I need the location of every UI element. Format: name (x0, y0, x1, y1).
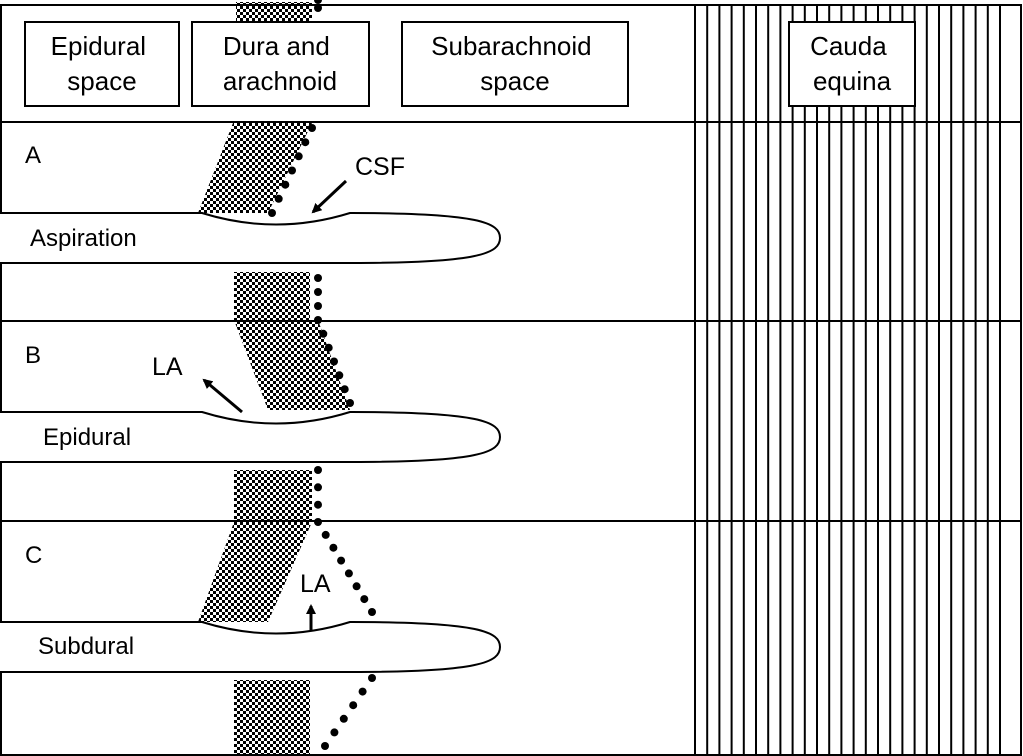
arachnoid-dot (330, 728, 339, 737)
arachnoid-dot (337, 556, 346, 565)
dura-panel-c-upper (234, 470, 312, 522)
arachnoid-dot (294, 152, 303, 161)
header-boxes (24, 21, 916, 107)
arachnoid-dot (340, 385, 349, 394)
arachnoid-dot (314, 500, 322, 509)
dura-top-segment (236, 2, 312, 22)
arachnoid-dot (314, 288, 322, 296)
arachnoid-dot (368, 674, 376, 682)
arachnoid-dot (301, 138, 310, 147)
cauda-equina-box (788, 21, 916, 107)
arachnoid-dot (335, 371, 344, 380)
arachnoid-dot (339, 714, 348, 723)
epidural-space-box (24, 21, 180, 107)
arachnoid-dot (314, 0, 322, 4)
dura-panel-b-upper (234, 272, 310, 320)
arachnoid-dot (321, 530, 330, 539)
panel-letter-b: B (25, 342, 41, 369)
needles (0, 212, 502, 673)
arachnoid-dot (314, 274, 322, 282)
dura-panel-b (234, 320, 350, 410)
arachnoid-dot (329, 543, 338, 552)
arachnoid-dot (330, 357, 338, 366)
dura-panel-a (198, 123, 312, 213)
arachnoid-dot (274, 194, 283, 203)
arachnoid-dot (358, 687, 367, 696)
cauda-equina-fibers (694, 5, 1001, 755)
arachnoid-dot (360, 595, 369, 604)
frame (0, 4, 1022, 756)
arachnoid-dot (308, 124, 316, 132)
arachnoid-dotted-lines (268, 0, 376, 750)
arachnoid-dot (321, 742, 329, 750)
panel-letter-a: A (25, 142, 41, 169)
subarachnoid-space-box (401, 21, 629, 107)
csf-arrow (311, 179, 348, 214)
arachnoid-dot (268, 209, 276, 217)
needle-a (0, 212, 502, 264)
cauda-equina-label: Cauda equina (810, 31, 894, 96)
outer-frame (0, 4, 1022, 756)
dura-arachnoid-box (191, 21, 370, 107)
dura-bottom-segment (234, 680, 310, 756)
dura-arachnoid-label: Dura and arachnoid (223, 31, 337, 96)
needle-label-c: Subdural (38, 633, 134, 660)
dura-panel-c (198, 522, 312, 622)
la-annotation-b: LA (152, 353, 183, 381)
needle-label-a: Aspiration (30, 225, 137, 252)
arachnoid-dot (344, 569, 353, 578)
la-annotation-c: LA (300, 570, 331, 598)
arachnoid-dot (368, 608, 376, 616)
needle-c (0, 621, 502, 673)
arachnoid-dot (314, 483, 322, 492)
epidural-space-label: Epidural space (51, 31, 154, 96)
arachnoid-dot (352, 582, 361, 591)
dura-membranes (198, 2, 350, 756)
needle-label-b: Epidural (43, 424, 131, 451)
arachnoid-dot (319, 329, 328, 338)
arachnoid-dot (281, 180, 290, 189)
needle-b (0, 411, 502, 463)
la-arrow-b (202, 378, 243, 414)
arachnoid-dot (349, 701, 358, 710)
arachnoid-dot (324, 343, 333, 352)
csf-annotation: CSF (355, 153, 405, 181)
arachnoid-dot (346, 399, 354, 407)
arachnoid-dot (288, 166, 296, 175)
subarachnoid-space-label: Subarachnoid space (431, 31, 599, 96)
panel-letter-c: C (25, 542, 42, 569)
arachnoid-dot (314, 302, 322, 310)
arachnoid-dot (314, 466, 322, 474)
